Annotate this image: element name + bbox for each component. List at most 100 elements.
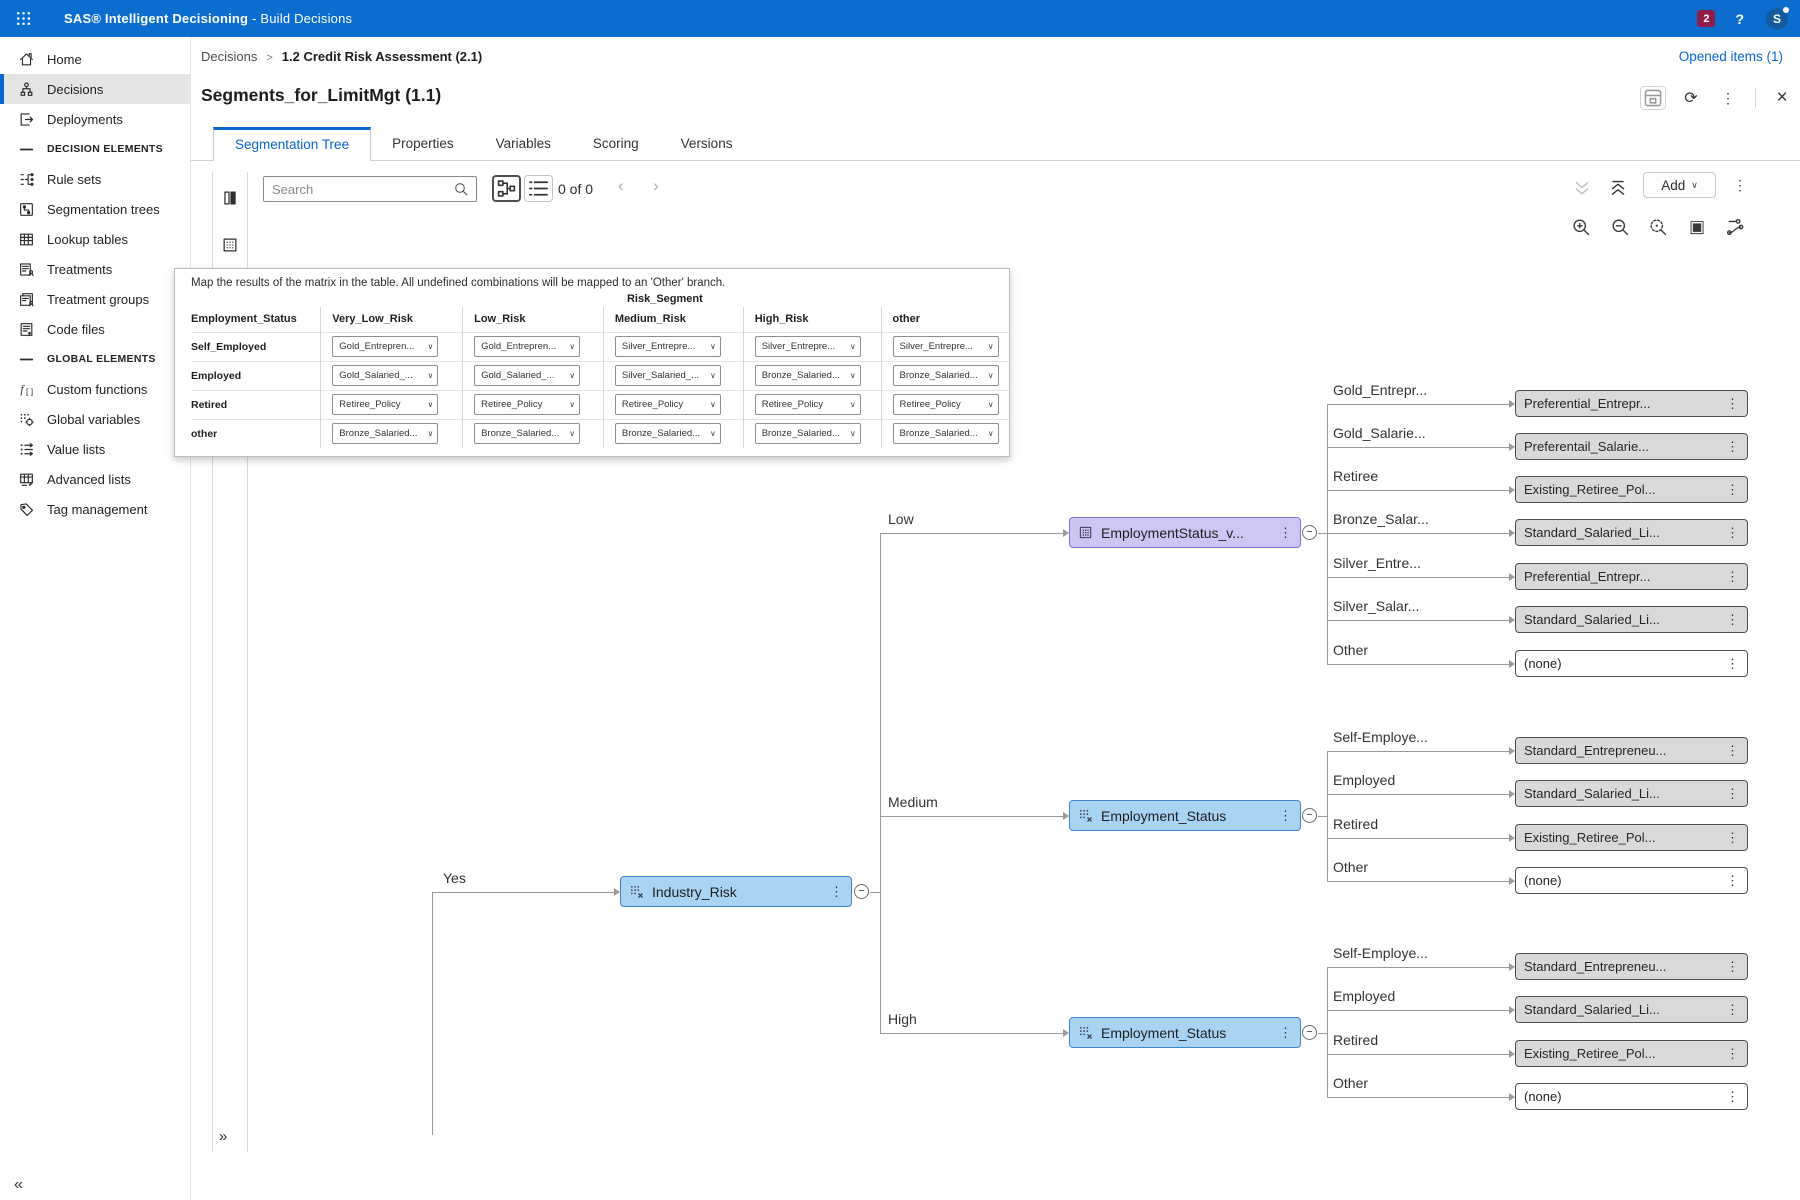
- sidebar-item-lookup-tables[interactable]: Lookup tables: [0, 224, 190, 254]
- tab-versions[interactable]: Versions: [680, 136, 733, 151]
- leaf-node[interactable]: (none)⋮: [1515, 867, 1748, 894]
- zoom-in-button[interactable]: [1571, 217, 1591, 237]
- collapse-node-button[interactable]: −: [854, 884, 869, 899]
- leaf-menu-button[interactable]: ⋮: [1726, 829, 1739, 845]
- matrix-select[interactable]: Gold_Entrepren...∨: [332, 336, 439, 357]
- header-more-options-button[interactable]: ⋮: [1721, 89, 1735, 106]
- tree-node-employment-status[interactable]: Employment_Status⋮: [1069, 1017, 1301, 1048]
- matrix-select[interactable]: Silver_Entrepre...∨: [892, 336, 999, 357]
- sidebar-item-decisions[interactable]: Decisions: [0, 74, 190, 104]
- tree-node-industry-risk[interactable]: Industry_Risk⋮: [620, 876, 852, 907]
- leaf-menu-button[interactable]: ⋮: [1726, 958, 1739, 974]
- matrix-panel-toggle-button[interactable]: [221, 236, 239, 254]
- matrix-select[interactable]: Retiree_Policy∨: [474, 394, 581, 415]
- matrix-select[interactable]: Retiree_Policy∨: [892, 394, 999, 415]
- matrix-select[interactable]: Bronze_Salaried...∨: [892, 423, 999, 445]
- matrix-select[interactable]: Bronze_Salaried...∨: [614, 423, 721, 445]
- auto-layout-button[interactable]: [1725, 217, 1745, 237]
- matrix-select[interactable]: Bronze_Salaried...∨: [892, 365, 999, 386]
- overview-button[interactable]: ▣: [1688, 217, 1706, 236]
- leaf-menu-button[interactable]: ⋮: [1726, 655, 1739, 671]
- leaf-node[interactable]: Preferential_Entrepr...⋮: [1515, 390, 1748, 417]
- leaf-node[interactable]: (none)⋮: [1515, 1083, 1748, 1110]
- collapse-node-button[interactable]: −: [1302, 525, 1317, 540]
- close-button[interactable]: ×: [1776, 87, 1788, 108]
- sidebar-item-deployments[interactable]: Deployments: [0, 104, 190, 134]
- save-button[interactable]: [1640, 86, 1666, 110]
- matrix-select[interactable]: Bronze_Salaried...∨: [754, 423, 861, 445]
- collapse-all-icon[interactable]: [1572, 178, 1592, 198]
- matrix-select[interactable]: Retiree_Policy∨: [754, 394, 861, 415]
- sidebar-item-advanced-lists[interactable]: Advanced lists: [0, 464, 190, 494]
- collapse-node-button[interactable]: −: [1302, 808, 1317, 823]
- side-panel-toggle-button[interactable]: [221, 189, 239, 207]
- list-view-toggle-button[interactable]: [524, 175, 553, 202]
- tab-scoring[interactable]: Scoring: [592, 136, 639, 151]
- leaf-node[interactable]: Preferentail_Salarie...⋮: [1515, 433, 1748, 460]
- node-menu-button[interactable]: ⋮: [1279, 1024, 1292, 1040]
- zoom-reset-button[interactable]: [1648, 217, 1668, 237]
- tree-node-employmentstatus-v-[interactable]: EmploymentStatus_v...⋮: [1069, 517, 1301, 548]
- leaf-menu-button[interactable]: ⋮: [1726, 438, 1739, 454]
- sidebar-item-custom-functions[interactable]: f[ ]Custom functions: [0, 374, 190, 404]
- leaf-menu-button[interactable]: ⋮: [1726, 395, 1739, 411]
- tab-variables[interactable]: Variables: [495, 136, 551, 151]
- matrix-select[interactable]: Retiree_Policy∨: [614, 394, 721, 415]
- matrix-select[interactable]: Gold_Entrepren...∨: [474, 336, 581, 357]
- sidebar-item-treatments[interactable]: Treatments: [0, 254, 190, 284]
- leaf-menu-button[interactable]: ⋮: [1726, 568, 1739, 584]
- leaf-node[interactable]: Standard_Salaried_Li...⋮: [1515, 780, 1748, 807]
- tree-view-toggle-button[interactable]: [492, 175, 521, 202]
- zoom-out-button[interactable]: [1610, 217, 1630, 237]
- matrix-select[interactable]: Silver_Salaried_...∨: [614, 365, 721, 386]
- toolbar-more-options-button[interactable]: ⋮: [1733, 177, 1747, 193]
- sidebar-item-tag-management[interactable]: Tag management: [0, 494, 190, 524]
- leaf-menu-button[interactable]: ⋮: [1726, 1045, 1739, 1061]
- node-menu-button[interactable]: ⋮: [1279, 524, 1292, 540]
- add-button[interactable]: Add ∨: [1643, 172, 1716, 198]
- leaf-node[interactable]: (none)⋮: [1515, 650, 1748, 677]
- sidebar-item-home[interactable]: Home: [0, 44, 190, 74]
- leaf-menu-button[interactable]: ⋮: [1726, 481, 1739, 497]
- leaf-node[interactable]: Preferential_Entrepr...⋮: [1515, 563, 1748, 590]
- collapse-node-button[interactable]: −: [1302, 1025, 1317, 1040]
- matrix-select[interactable]: Silver_Entrepre...∨: [754, 336, 861, 357]
- matrix-select[interactable]: Bronze_Salaried...∨: [474, 423, 581, 445]
- opened-items-link[interactable]: Opened items (1): [1678, 49, 1783, 64]
- sidebar-item-value-lists[interactable]: Value lists: [0, 434, 190, 464]
- leaf-node[interactable]: Standard_Salaried_Li...⋮: [1515, 606, 1748, 633]
- leaf-menu-button[interactable]: ⋮: [1726, 785, 1739, 801]
- leaf-menu-button[interactable]: ⋮: [1726, 1001, 1739, 1017]
- leaf-menu-button[interactable]: ⋮: [1726, 742, 1739, 758]
- sidebar-item-rule-sets[interactable]: Rule sets: [0, 164, 190, 194]
- node-menu-button[interactable]: ⋮: [1279, 807, 1292, 823]
- sidebar-item-treatment-groups[interactable]: Treatment groups: [0, 284, 190, 314]
- search-input[interactable]: [263, 176, 477, 202]
- app-switcher-button[interactable]: [11, 7, 35, 31]
- node-menu-button[interactable]: ⋮: [830, 883, 843, 899]
- leaf-node[interactable]: Standard_Salaried_Li...⋮: [1515, 519, 1748, 546]
- breadcrumb-parent-link[interactable]: Decisions: [201, 49, 258, 64]
- matrix-select[interactable]: Bronze_Salaried...∨: [332, 423, 439, 445]
- expand-all-icon[interactable]: [1608, 178, 1628, 198]
- leaf-node[interactable]: Existing_Retiree_Pol...⋮: [1515, 1040, 1748, 1067]
- leaf-menu-button[interactable]: ⋮: [1726, 872, 1739, 888]
- previous-result-button[interactable]: ‹: [618, 176, 624, 195]
- sidebar-collapse-button[interactable]: «: [14, 1176, 23, 1193]
- leaf-menu-button[interactable]: ⋮: [1726, 524, 1739, 540]
- rail-expand-button[interactable]: »: [219, 1128, 228, 1145]
- sidebar-item-code-files[interactable]: Code files: [0, 314, 190, 344]
- matrix-select[interactable]: Gold_Salaried_...∨: [474, 365, 581, 386]
- tab-properties[interactable]: Properties: [392, 136, 454, 151]
- matrix-select[interactable]: Retiree_Policy∨: [332, 394, 439, 415]
- leaf-node[interactable]: Existing_Retiree_Pol...⋮: [1515, 824, 1748, 851]
- tab-segmentation-tree[interactable]: Segmentation Tree: [213, 127, 372, 161]
- sidebar-item-global-variables[interactable]: Global variables: [0, 404, 190, 434]
- next-result-button[interactable]: ›: [653, 176, 659, 195]
- help-button[interactable]: ?: [1735, 10, 1744, 27]
- leaf-node[interactable]: Standard_Salaried_Li...⋮: [1515, 996, 1748, 1023]
- notifications-badge[interactable]: 2: [1697, 10, 1716, 27]
- leaf-node[interactable]: Existing_Retiree_Pol...⋮: [1515, 476, 1748, 503]
- sidebar-item-segmentation-trees[interactable]: Segmentation trees: [0, 194, 190, 224]
- leaf-menu-button[interactable]: ⋮: [1726, 1088, 1739, 1104]
